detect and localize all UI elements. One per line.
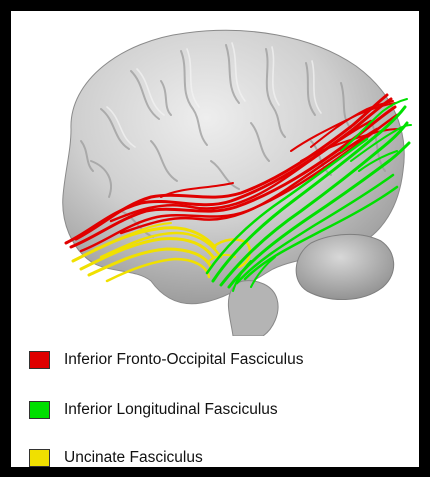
- figure-panel: Inferior Fronto-Occipital Fasciculus Inf…: [11, 11, 419, 467]
- legend-item-uncinate: Uncinate Fasciculus: [29, 447, 203, 467]
- legend-label-ilf: Inferior Longitudinal Fasciculus: [64, 401, 278, 419]
- legend-item-ifof: Inferior Fronto-Occipital Fasciculus: [29, 349, 303, 371]
- legend-label-uncinate: Uncinate Fasciculus: [64, 449, 203, 467]
- brain-tractography-illustration: [11, 11, 419, 336]
- legend-swatch-green: [29, 401, 50, 419]
- legend-swatch-red: [29, 351, 50, 369]
- legend-swatch-yellow: [29, 449, 50, 467]
- legend-label-ifof: Inferior Fronto-Occipital Fasciculus: [64, 351, 303, 369]
- cerebellum: [296, 234, 394, 299]
- brainstem: [228, 281, 278, 336]
- legend-item-ilf: Inferior Longitudinal Fasciculus: [29, 399, 278, 421]
